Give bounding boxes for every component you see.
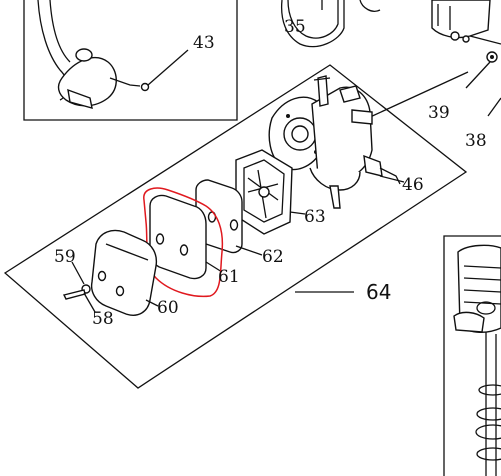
- label-35: 35: [284, 17, 306, 37]
- label-61: 61: [218, 267, 240, 287]
- label-58: 58: [92, 309, 114, 329]
- label-38: 38: [465, 131, 487, 151]
- part-35-group: [280, 0, 381, 48]
- inset-box-43: [23, 0, 238, 121]
- inset-box-cylinder: [443, 235, 501, 476]
- screw-58: [62, 261, 96, 313]
- label-59: 59: [54, 247, 76, 267]
- label-39: 39: [428, 103, 450, 123]
- label-46: 46: [402, 175, 424, 195]
- label-64: 64: [366, 280, 391, 304]
- label-43: 43: [193, 33, 215, 53]
- filter-61: [143, 187, 224, 298]
- label-62: 62: [262, 247, 284, 267]
- engine-top-right: [431, 0, 501, 117]
- red-highlight-outline: [143, 187, 224, 298]
- group-frame-64: [3, 64, 468, 389]
- label-60: 60: [157, 298, 179, 318]
- cover-60: [90, 229, 159, 316]
- carburetor-46: [268, 75, 405, 209]
- bracket-63: [235, 149, 306, 235]
- label-63: 63: [304, 207, 326, 227]
